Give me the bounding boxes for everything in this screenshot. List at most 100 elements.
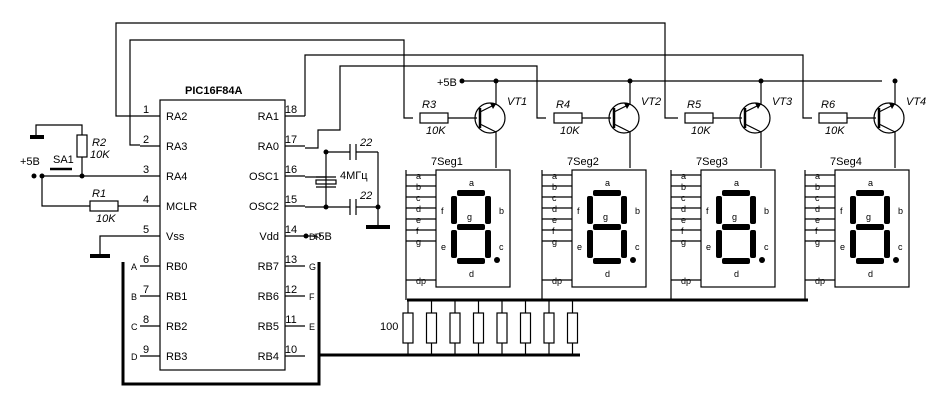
segment-letter: c [898, 242, 903, 252]
crystal-freq: 4МГц [340, 170, 368, 182]
segment-pin-label: a [681, 171, 686, 181]
segment-pin-label: f [416, 226, 419, 236]
segment-pin-label: b [552, 182, 557, 192]
segment [457, 190, 485, 196]
display-body [435, 169, 511, 288]
cap-bottom-value: 22 [359, 190, 372, 202]
segment-letter: c [635, 242, 640, 252]
top-supply-label: +5B [437, 77, 457, 89]
base-resistor [553, 112, 583, 124]
mcu-pin-number: 12 [285, 284, 297, 296]
mcu-pin-number: 7 [143, 284, 149, 296]
bus-letter: F [309, 292, 315, 302]
segment-pin-label: d [681, 204, 686, 214]
segment [722, 224, 750, 230]
array-resistor [402, 312, 414, 344]
mcu-pin-number: 8 [143, 314, 149, 326]
array-resistor [425, 312, 438, 344]
control-wires [115, 22, 812, 149]
mcu-pin-label: Vdd [259, 231, 279, 243]
segment-pin-label: f [552, 226, 555, 236]
segment-letter: a [469, 178, 474, 188]
mcu-pin-label: RA0 [258, 141, 279, 153]
segment-pin-label: d [416, 204, 421, 214]
bus-letter: D [131, 352, 138, 362]
segment-pin-label: e [552, 215, 557, 225]
transistor-name: VT3 [772, 96, 793, 108]
base-resistor-name: R3 [422, 99, 437, 111]
segment-letter: d [868, 269, 873, 279]
segment [621, 230, 627, 258]
segment-letter: e [441, 242, 446, 252]
vdd-label: +5B [312, 231, 332, 243]
segment-letter: d [605, 269, 610, 279]
segment-letter: d [469, 269, 474, 279]
r2-resistor [76, 134, 88, 158]
mcu-pin-number: 6 [143, 254, 149, 266]
left-supply-label: +5B [20, 156, 40, 168]
segment [451, 230, 457, 258]
mcu-name: PIC16F84A [185, 85, 243, 97]
bus-letter: B [131, 292, 137, 302]
mcu-pin-number: 2 [143, 134, 149, 146]
segment-pin-label: c [416, 193, 421, 203]
mcu-pin-number: 15 [285, 194, 297, 206]
segment-pin-label: d [815, 204, 820, 214]
segment [621, 196, 627, 224]
display-body [834, 169, 910, 288]
segment-letter: f [577, 206, 580, 216]
r2-value: 10K [90, 149, 110, 161]
segment-bus: 100 [121, 262, 808, 386]
segment-pin-label: e [681, 215, 686, 225]
mcu-pin-label: RB4 [258, 351, 279, 363]
array-resistor [566, 312, 579, 344]
segment [856, 190, 884, 196]
mcu-pin-number: 14 [285, 224, 297, 236]
decimal-point [893, 257, 899, 263]
oscillator: 4МГц 22 22 [305, 137, 390, 229]
mcu-right-pins: 18RA117RA016OSC115OSC214Vdd13RB712RB611R… [249, 104, 321, 363]
decimal-point [494, 257, 500, 263]
segment-pin-label: b [815, 182, 820, 192]
segment-pin-label: dp [681, 276, 691, 286]
display-name: 7Seg4 [830, 156, 862, 168]
segment-pin-label: dp [552, 276, 562, 286]
vdd-supply: +5B [303, 231, 332, 243]
segment [722, 258, 750, 264]
segment-pin-label: g [552, 237, 557, 247]
display-body [571, 169, 647, 288]
array-resistor [449, 312, 461, 344]
base-resistor [419, 112, 449, 124]
mcu-pin-number: 16 [285, 164, 297, 176]
segment-letter: b [499, 206, 504, 216]
r2-label: R2 [92, 137, 106, 149]
mcu-pin-number: 10 [285, 344, 297, 356]
left-parts: R2 10K SA1 +5B R1 10K [20, 124, 140, 258]
array-resistor [472, 312, 485, 344]
segment-letter: c [499, 242, 504, 252]
segment-letter: c [764, 242, 769, 252]
mcu-pin-label: RA3 [166, 141, 187, 153]
mcu-pin-number: 18 [285, 104, 297, 116]
segment [593, 224, 621, 230]
segment-pin-label: c [681, 193, 686, 203]
base-resistor-name: R6 [821, 99, 836, 111]
segment-letter: g [603, 212, 608, 222]
mcu-pin-label: OSC2 [249, 201, 279, 213]
segment-letter: e [706, 242, 711, 252]
segment-pin-label: a [552, 171, 557, 181]
segment [850, 230, 856, 258]
segment-pin-label: a [815, 171, 820, 181]
segment-letter: f [441, 206, 444, 216]
r1-resistor [89, 200, 119, 212]
decimal-point [630, 257, 636, 263]
mcu-pin-number: 9 [143, 344, 149, 356]
segment [716, 196, 722, 224]
segment-letter: b [898, 206, 903, 216]
mcu-pin-label: RA4 [166, 171, 187, 183]
segment [856, 224, 884, 230]
